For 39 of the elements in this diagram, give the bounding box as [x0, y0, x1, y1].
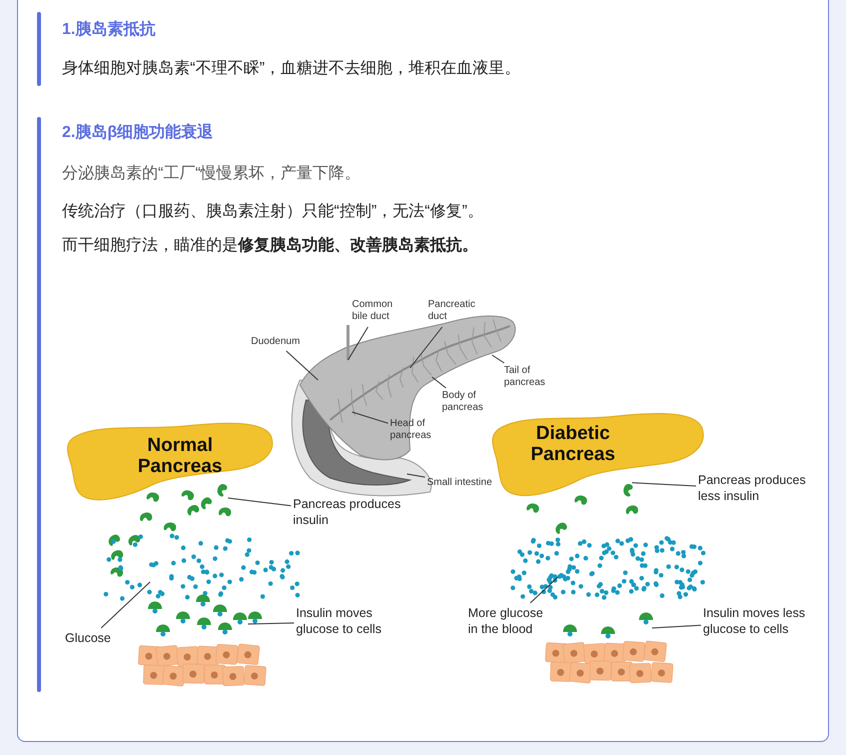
paragraph: 传统治疗（口服药、胰岛素注射）只能“控制”，无法“修复”。 — [62, 202, 484, 222]
callout-label: Insulin moves glucose to cells — [296, 605, 392, 639]
insulin-bound-glucose-drawing — [148, 594, 262, 636]
callout-label: Tail of pancreas — [504, 365, 550, 391]
leader-line — [348, 326, 368, 360]
section-heading: 2.胰岛β细胞功能衰退 — [62, 123, 214, 143]
leader-line — [248, 622, 294, 624]
section-heading: 1.胰岛素抵抗 — [62, 20, 156, 40]
leader-line — [410, 326, 443, 368]
callout-label: Pancreas produces less insulin — [698, 472, 810, 506]
callout-label: Pancreatic duct — [428, 299, 480, 325]
leader-line — [530, 576, 558, 604]
glucose-dots-drawing — [104, 534, 300, 601]
callout-label: Body of pancreas — [442, 390, 488, 416]
leader-line — [352, 412, 388, 424]
leader-line — [632, 482, 696, 486]
insulin-bound-glucose-drawing — [563, 612, 653, 638]
pancreas-title: Normal Pancreas — [136, 435, 224, 477]
callout-label: Common bile duct — [352, 299, 402, 325]
callout-label: More glucose in the blood — [468, 605, 552, 639]
leader-line — [100, 582, 150, 628]
leader-line — [286, 350, 318, 380]
paragraph: 身体细胞对胰岛素“不理不睬”，血糖进不去细胞，堆积在血液里。 — [62, 59, 521, 79]
insulin-drawing — [526, 484, 638, 534]
callout-label: Duodenum — [251, 336, 303, 349]
leader-line — [492, 354, 505, 364]
insulin-drawing — [108, 484, 232, 577]
leader-line — [406, 474, 426, 478]
glucose-dots-drawing — [510, 536, 706, 600]
pancreas-title: Diabetic Pancreas — [530, 423, 616, 465]
callout-label: Small intestine — [427, 477, 497, 490]
callout-label: Insulin moves less glucose to cells — [703, 605, 811, 639]
paragraph: 分泌胰岛素的“工厂“慢慢累坏，产量下降。 — [62, 164, 361, 184]
leader-line — [652, 624, 702, 628]
paragraph: 而干细胞疗法，瞄准的是修复胰岛功能、改善胰岛素抵抗。 — [62, 236, 478, 256]
leader-line — [432, 376, 446, 388]
callout-label: Glucose — [65, 630, 115, 647]
callout-label: Pancreas produces insulin — [293, 496, 407, 530]
leader-line — [228, 498, 292, 506]
